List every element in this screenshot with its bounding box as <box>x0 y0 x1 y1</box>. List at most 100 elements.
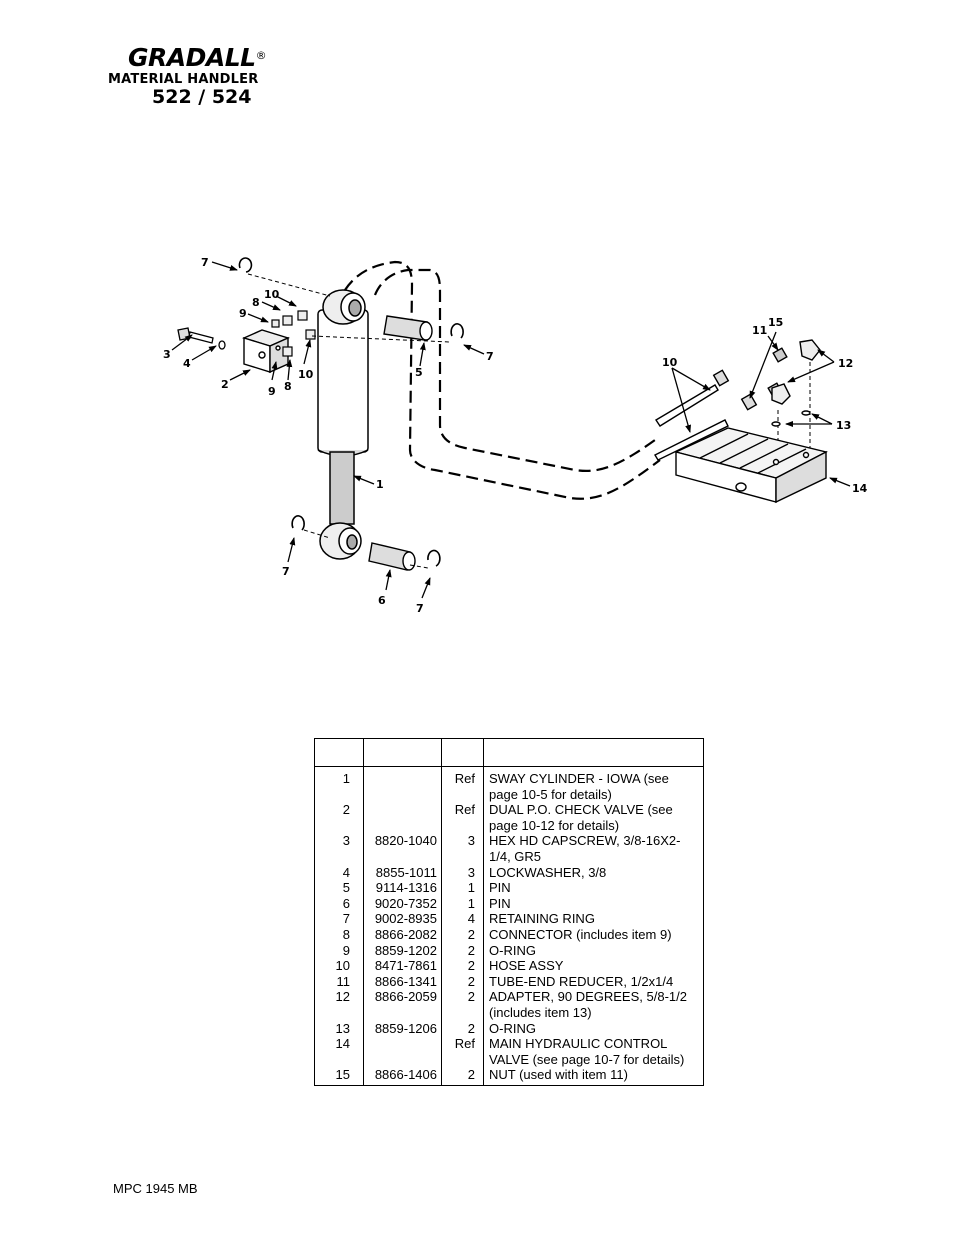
hose-routing <box>344 260 661 500</box>
description: TUBE-END REDUCER, 1/2x1/4 <box>483 973 704 990</box>
item-number: 15 <box>314 1067 364 1086</box>
part-number: 8866-2082 <box>363 926 442 943</box>
brand-name: GRADALL <box>128 43 256 72</box>
item-number: 11 <box>314 973 364 990</box>
table-row: 7 9002-8935 4 RETAINING RING <box>314 911 704 927</box>
callout-label: 7 <box>282 565 290 578</box>
description: DUAL P.O. CHECK VALVE (see page 10-12 fo… <box>483 802 704 834</box>
quantity: 2 <box>441 942 484 959</box>
part-number: 8866-1341 <box>363 973 442 990</box>
callout-label: 10 <box>264 288 280 301</box>
callout-label: 5 <box>415 366 423 379</box>
description: SWAY CYLINDER - IOWA (see page 10-5 for … <box>483 766 704 803</box>
callout-label: 10 <box>662 356 678 369</box>
capscrew <box>177 327 226 350</box>
part-number: 8859-1202 <box>363 942 442 959</box>
item-number: 10 <box>314 958 364 974</box>
item-number: 3 <box>314 833 364 865</box>
header-item <box>314 738 364 767</box>
table-row: 9 8859-1202 2 O-RING <box>314 942 704 959</box>
part-number <box>363 1036 442 1068</box>
main-control-valve <box>673 427 828 504</box>
part-number: 8859-1206 <box>363 1020 442 1037</box>
callout-label: 8 <box>252 296 260 309</box>
item-number: 2 <box>314 802 364 834</box>
callout-label: 9 <box>239 307 247 320</box>
table-row: 10 8471-7861 2 HOSE ASSY <box>314 958 704 974</box>
header-qty <box>441 738 484 767</box>
item-number: 1 <box>314 766 364 803</box>
callout-label: 9 <box>268 385 276 398</box>
description: PIN <box>483 895 704 912</box>
description: HOSE ASSY <box>483 958 704 974</box>
table-row: 8 8866-2082 2 CONNECTOR (includes item 9… <box>314 926 704 943</box>
description: HEX HD CAPSCREW, 3/8-16X2-1/4, GR5 <box>483 833 704 865</box>
fittings <box>271 310 316 357</box>
part-number: 8866-1406 <box>363 1067 442 1086</box>
callout-label: 1 <box>376 478 384 491</box>
parts-table: 1 Ref SWAY CYLINDER - IOWA (see page 10-… <box>314 738 704 1086</box>
callout-label: 7 <box>201 256 209 269</box>
table-row: 4 8855-1011 3 LOCKWASHER, 3/8 <box>314 864 704 881</box>
callout-label: 7 <box>486 350 494 363</box>
table-row: 6 9020-7352 1 PIN <box>314 895 704 912</box>
part-number: 9114-1316 <box>363 880 442 896</box>
callout-label: 2 <box>221 378 229 391</box>
description: LOCKWASHER, 3/8 <box>483 864 704 881</box>
table-row: 11 8866-1341 2 TUBE-END REDUCER, 1/2x1/4 <box>314 973 704 990</box>
description: NUT (used with item 11) <box>483 1067 704 1086</box>
description: MAIN HYDRAULIC CONTROL VALVE (see page 1… <box>483 1036 704 1068</box>
part-number: 8866-2059 <box>363 989 442 1021</box>
quantity: Ref <box>441 1036 484 1068</box>
item-number: 4 <box>314 864 364 881</box>
header-description <box>483 738 704 767</box>
table-row: 12 8866-2059 2 ADAPTER, 90 DEGREES, 5/8-… <box>314 989 704 1021</box>
callout-label: 6 <box>378 594 386 607</box>
quantity: 2 <box>441 1067 484 1086</box>
quantity: 2 <box>441 973 484 990</box>
part-number: 8820-1040 <box>363 833 442 865</box>
part-number: 8855-1011 <box>363 864 442 881</box>
page-header: GRADALL® MATERIAL HANDLER 522 / 524 <box>108 44 308 108</box>
part-number: 9020-7352 <box>363 895 442 912</box>
callout-label: 14 <box>852 482 868 495</box>
table-row: 14 Ref MAIN HYDRAULIC CONTROL VALVE (see… <box>314 1036 704 1068</box>
quantity: 3 <box>441 864 484 881</box>
callout-label: 15 <box>768 316 783 329</box>
callout-label: 11 <box>752 324 767 337</box>
quantity: 2 <box>441 958 484 974</box>
hoses-right <box>654 339 821 461</box>
document-code: MPC 1945 MB <box>113 1181 198 1196</box>
quantity: 2 <box>441 1020 484 1037</box>
quantity: 4 <box>441 911 484 927</box>
table-row: 5 9114-1316 1 PIN <box>314 880 704 896</box>
item-number: 13 <box>314 1020 364 1037</box>
table-row: 2 Ref DUAL P.O. CHECK VALVE (see page 10… <box>314 802 704 834</box>
part-number <box>363 766 442 803</box>
table-row: 3 8820-1040 3 HEX HD CAPSCREW, 3/8-16X2-… <box>314 833 704 865</box>
callout-label: 7 <box>416 602 424 615</box>
item-number: 9 <box>314 942 364 959</box>
quantity: 1 <box>441 895 484 912</box>
callout-labels: 7 10 8 9 3 4 2 9 8 10 5 7 1 7 6 7 11 15 … <box>163 256 868 615</box>
item-number: 14 <box>314 1036 364 1068</box>
table-row: 15 8866-1406 2 NUT (used with item 11) <box>314 1067 704 1086</box>
item-number: 6 <box>314 895 364 912</box>
item-number: 8 <box>314 926 364 943</box>
header-part <box>363 738 442 767</box>
part-number: 8471-7861 <box>363 958 442 974</box>
callout-label: 8 <box>284 380 292 393</box>
item-number: 7 <box>314 911 364 927</box>
brand-logo: GRADALL® <box>128 44 308 72</box>
retaining-rings <box>238 257 464 567</box>
description: RETAINING RING <box>483 911 704 927</box>
quantity: 2 <box>441 926 484 943</box>
callout-label: 10 <box>298 368 314 381</box>
item-number: 5 <box>314 880 364 896</box>
description: CONNECTOR (includes item 9) <box>483 926 704 943</box>
parts-table-header <box>314 738 704 767</box>
pin-5 <box>383 315 433 341</box>
sway-cylinder <box>317 289 369 560</box>
pin-6 <box>368 542 416 571</box>
model-number: 522 / 524 <box>152 86 252 108</box>
